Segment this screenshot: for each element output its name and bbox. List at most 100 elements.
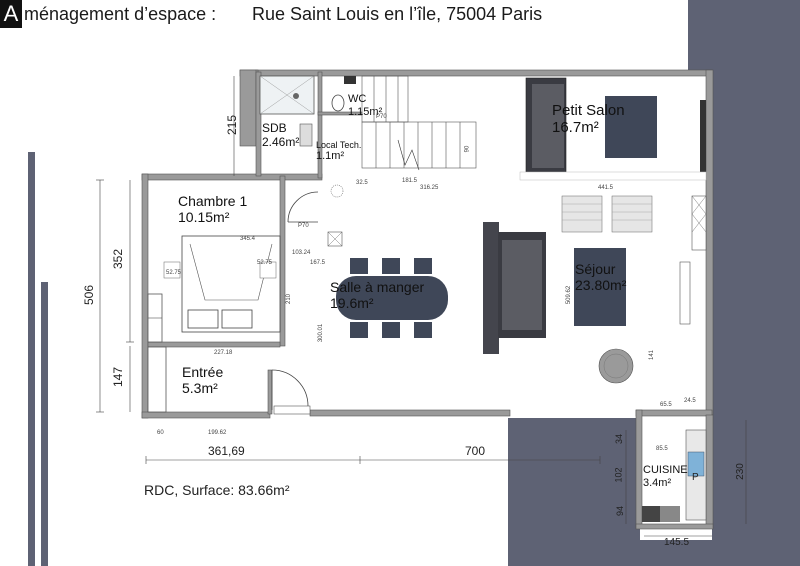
dim-227: 227.18	[214, 350, 233, 356]
dim-316: 316.25	[420, 185, 439, 191]
wall-left-upper	[239, 69, 257, 147]
dim-167: 167.5	[310, 260, 326, 266]
wc-tank	[344, 76, 356, 84]
dim-52-left: 52.75	[166, 270, 182, 276]
room-sejour-area: 23.80m²	[575, 277, 627, 294]
ottomans	[561, 195, 653, 233]
dim-145: 145.5	[664, 537, 690, 548]
nightstand-1	[163, 261, 181, 279]
column	[330, 184, 344, 198]
staircase	[361, 75, 477, 171]
wc-bowl	[331, 94, 345, 112]
room-sejour-name: Séjour	[575, 261, 616, 277]
right-shelf	[679, 261, 691, 325]
wall-mid-horizontal	[141, 173, 323, 181]
dim-85: 85.5	[656, 446, 668, 452]
room-chambre-area: 10.15m²	[178, 209, 230, 226]
dining-chairs	[350, 258, 432, 338]
room-sdb-name: SDB	[262, 121, 287, 135]
room-chambre: Chambre 1 10.15m²	[178, 193, 247, 225]
dim-345: 345.4	[240, 236, 256, 242]
label-p-kitchen: P	[692, 472, 699, 483]
petit-salon-shelf	[700, 100, 706, 174]
nightstand-2	[259, 261, 277, 279]
dim-65: 65.5	[660, 402, 672, 408]
room-entree: Entrée 5.3m²	[182, 364, 223, 396]
dim-90: 90	[464, 145, 471, 153]
wall-left	[141, 173, 149, 419]
sink-sdb	[299, 123, 313, 147]
dining-table	[336, 276, 448, 320]
room-salle-a-manger-name: Salle à manger	[330, 279, 425, 295]
room-local-tech-name: Local Tech.	[316, 140, 362, 150]
wall-upper-left-inner	[255, 71, 262, 177]
dim-60: 60	[157, 430, 164, 436]
wall-right	[705, 69, 714, 416]
wall-bottom-mid	[309, 409, 511, 417]
header-initial: A	[0, 0, 22, 28]
dim-300: 300.01	[318, 323, 325, 343]
tv-partition	[483, 222, 499, 354]
kitchen-sink	[687, 451, 705, 477]
dim-700: 700	[465, 444, 486, 458]
wall-bottom-left	[141, 411, 271, 419]
dim-147: 147	[111, 366, 126, 388]
wall-kitchen-right	[705, 414, 714, 529]
dim-230: 230	[734, 463, 746, 480]
room-sejour: Séjour 23.80m²	[575, 261, 626, 293]
dim-103: 103.24	[292, 250, 311, 256]
dim-509: 509.62	[566, 285, 573, 305]
room-chambre-name: Chambre 1	[178, 193, 248, 209]
room-sdb-area: 2.46m²	[262, 134, 300, 149]
dim-441: 441.5	[598, 185, 614, 191]
wall-entree-right	[267, 369, 273, 415]
wall-sdb-right	[317, 71, 323, 179]
wall-chambre-right	[279, 175, 286, 347]
room-cuisine: CUISINE 3.4m²	[643, 464, 688, 489]
radiator-top	[519, 171, 707, 181]
petit-salon-table	[605, 96, 657, 158]
dim-210: 210	[286, 293, 293, 305]
wall-chambre-bottom	[147, 341, 281, 348]
dimension-lines	[96, 76, 747, 537]
label-p70-top: P70	[376, 114, 387, 120]
room-wc-area: 1.15m²	[348, 105, 383, 118]
walls	[141, 69, 714, 530]
room-sdb: SDB 2.46m²	[262, 121, 300, 150]
room-local-tech-area: 1.1m²	[316, 150, 345, 163]
dim-181: 181.5	[402, 178, 418, 184]
room-petit-salon: Petit Salon 16.7m²	[552, 102, 625, 137]
pillow-1	[187, 309, 219, 329]
dim-141: 141	[649, 349, 656, 361]
dim-199: 199.62	[208, 430, 227, 436]
room-local-tech: Local Tech. 1.1m²	[316, 140, 361, 163]
room-cuisine-area: 3.4m²	[643, 476, 672, 489]
room-salle-a-manger: Salle à manger 19.6m²	[330, 279, 424, 311]
room-petit-salon-area: 16.7m²	[552, 119, 599, 137]
dim-361: 361,69	[208, 444, 245, 458]
room-entree-area: 5.3m²	[182, 380, 218, 397]
door-chambre	[287, 191, 319, 223]
dim-52-right: 52.75	[257, 260, 273, 266]
dim-506: 506	[82, 284, 97, 306]
room-wc: WC 1.15m²	[348, 93, 382, 118]
room-salle-a-manger-area: 19.6m²	[330, 295, 374, 312]
room-entree-name: Entrée	[182, 364, 224, 380]
pillow-2	[221, 309, 253, 329]
kitchen-stove	[642, 506, 660, 522]
surface-summary: RDC, Surface: 83.66m²	[144, 482, 290, 498]
entree-closet	[147, 346, 167, 413]
room-petit-salon-name: Petit Salon	[552, 102, 625, 119]
wall-bottom-right	[635, 409, 713, 417]
wall-kitchen-left	[635, 409, 643, 529]
sejour-table	[574, 248, 626, 326]
room-wc-name: WC	[348, 93, 367, 105]
header-title: ménagement d’espace :	[24, 4, 217, 24]
dim-215: 215	[225, 114, 240, 136]
wall-kitchen-bottom	[635, 523, 714, 530]
left-stripe-2	[41, 282, 48, 566]
dim-94: 94	[615, 505, 626, 517]
room-cuisine-name: CUISINE	[643, 464, 688, 476]
dim-24: 24.5	[684, 398, 696, 404]
